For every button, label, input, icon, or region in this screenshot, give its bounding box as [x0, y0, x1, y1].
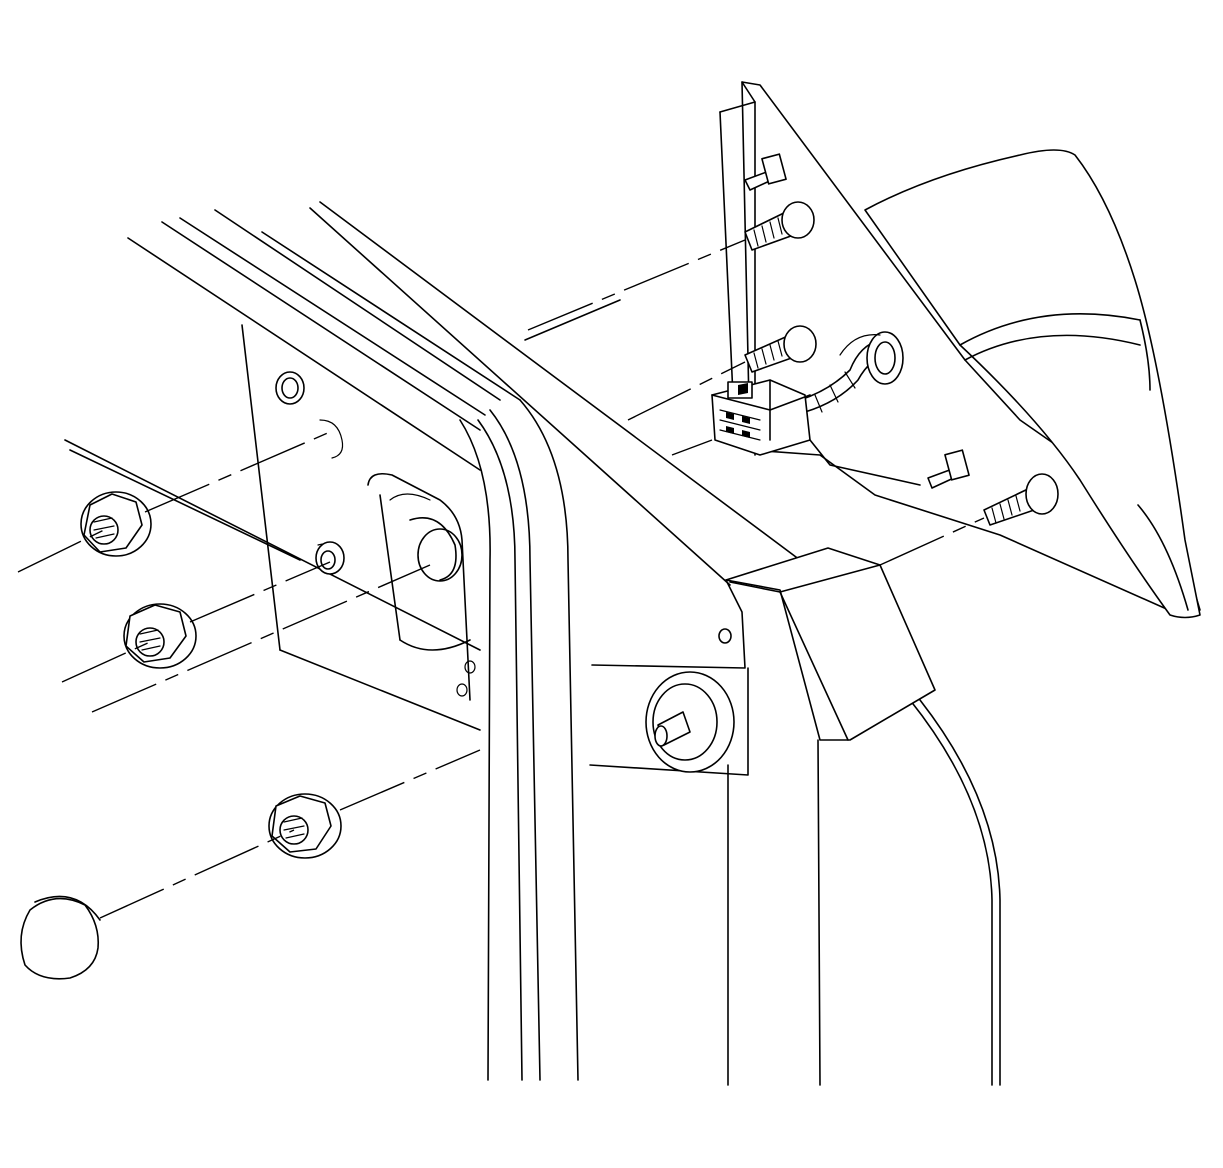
assembly-centerlines — [17, 239, 985, 919]
bolt-lower — [983, 473, 1059, 526]
locating-pin-lower — [927, 449, 970, 489]
flange-nut-middle — [123, 603, 197, 669]
washer-middle — [315, 541, 345, 575]
bolt-icon — [744, 201, 1059, 526]
flange-nut-icon — [80, 491, 342, 859]
electrical-connector-icon — [711, 331, 921, 486]
locating-pin-upper — [744, 153, 787, 191]
flange-nut-lower — [268, 793, 342, 859]
bolt-middle — [744, 325, 817, 373]
door-frame-icon — [64, 201, 1001, 1086]
flange-nut-upper — [80, 491, 152, 557]
nut-cap-icon — [20, 895, 101, 980]
mirror-mount-bracket — [589, 547, 936, 776]
bolt-upper — [744, 201, 815, 251]
